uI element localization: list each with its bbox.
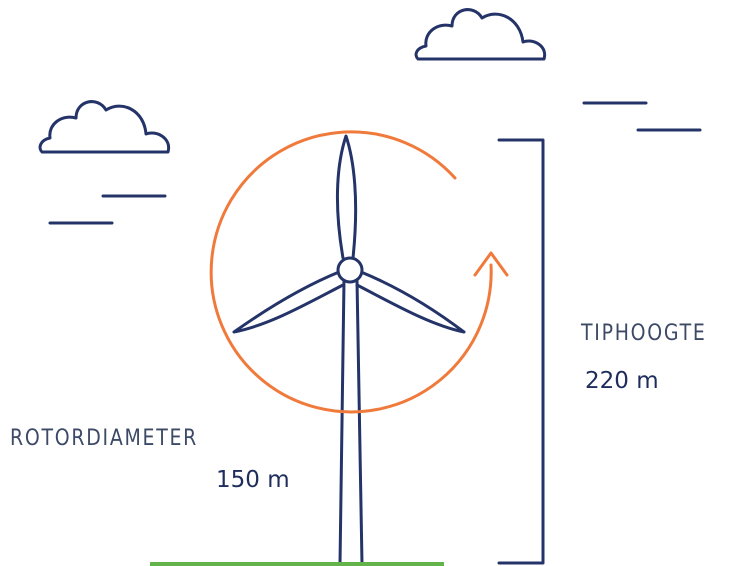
cloud-icon: [38, 100, 171, 154]
tip-height-value: 220 m: [585, 368, 659, 394]
wind-turbine-icon: [232, 134, 466, 566]
height-bracket-icon: [497, 138, 545, 565]
tip-height-label: TIPHOOGTE: [581, 321, 707, 346]
rotation-arrow-icon: [209, 130, 509, 414]
rotor-diameter-label: ROTORDIAMETER: [10, 426, 199, 451]
cloud-icon: [414, 8, 547, 61]
rotor-diameter-value: 150 m: [216, 467, 290, 493]
